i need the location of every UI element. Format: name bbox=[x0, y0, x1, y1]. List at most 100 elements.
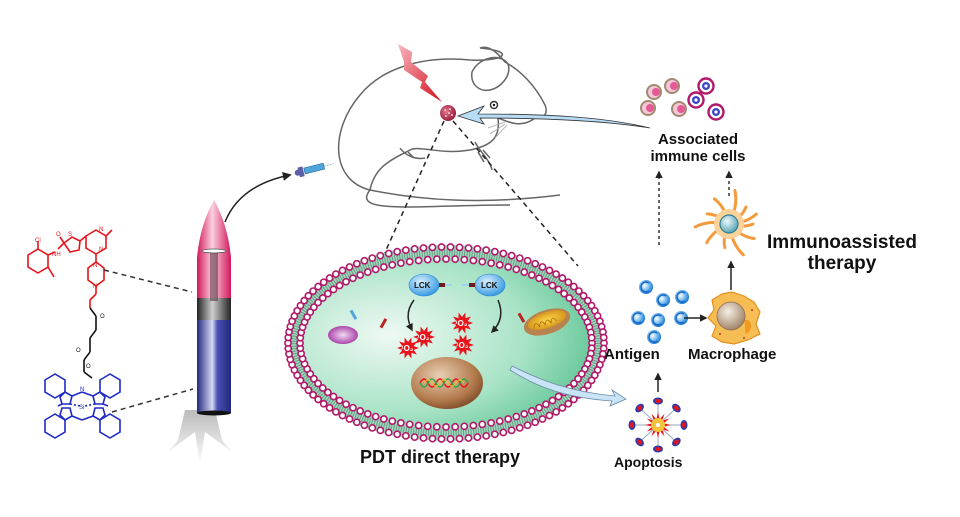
membrane-bead bbox=[414, 421, 423, 430]
membrane-bead bbox=[309, 287, 317, 295]
fragment-inner bbox=[655, 447, 661, 451]
macrophage-label: Macrophage bbox=[688, 346, 777, 363]
membrane-bead bbox=[335, 396, 344, 405]
antigen-ring bbox=[640, 281, 650, 293]
antigen-ring bbox=[675, 312, 685, 324]
membrane-bead bbox=[451, 422, 460, 431]
membrane-bead bbox=[583, 296, 592, 305]
membrane-bead bbox=[352, 259, 361, 268]
membrane-bead bbox=[356, 407, 365, 415]
antigen-ring bbox=[652, 314, 662, 326]
apoptosis-center bbox=[656, 423, 660, 427]
membrane-bead bbox=[309, 303, 318, 312]
membrane-bead bbox=[535, 274, 543, 283]
membrane-beads-outer bbox=[284, 243, 608, 443]
membrane-bead bbox=[323, 388, 332, 397]
membrane-bead bbox=[482, 431, 491, 440]
membrane-bead bbox=[401, 246, 410, 255]
membrane-bead bbox=[545, 266, 554, 275]
drug-conjugate-icons bbox=[349, 309, 526, 329]
membrane-bead bbox=[523, 421, 532, 430]
antigen bbox=[647, 330, 661, 344]
membrane-bead bbox=[329, 392, 338, 401]
membrane-bead bbox=[442, 255, 450, 263]
singlet-oxygen-label: ¹O₂ bbox=[456, 341, 469, 350]
membrane-bead bbox=[401, 431, 410, 440]
membrane-bead bbox=[574, 303, 583, 312]
apoptotic-fragment bbox=[653, 445, 663, 453]
lck-arrow-left bbox=[405, 299, 415, 332]
lightning-bolt-icon bbox=[398, 44, 442, 102]
membrane-bead bbox=[356, 271, 365, 279]
membrane-bead bbox=[331, 270, 340, 279]
membrane-bead bbox=[323, 289, 332, 298]
membrane-bead bbox=[548, 281, 557, 290]
membrane-bead bbox=[405, 257, 414, 266]
membrane-bead bbox=[446, 243, 455, 251]
membrane-bead bbox=[349, 274, 357, 283]
membrane-bead bbox=[490, 430, 499, 439]
membrane-bead bbox=[428, 434, 437, 443]
membrane-bead bbox=[329, 285, 338, 294]
mouse-whiskers bbox=[487, 121, 508, 139]
membrane-bead bbox=[558, 404, 567, 412]
membrane-bead bbox=[342, 277, 350, 286]
atom-s: S bbox=[68, 232, 72, 238]
antigen-label: Antigen bbox=[604, 346, 660, 363]
membrane-bead bbox=[388, 260, 397, 269]
membrane-bead bbox=[495, 260, 504, 269]
membrane-bead bbox=[482, 246, 491, 255]
apoptotic-fragment bbox=[672, 437, 681, 447]
membrane-bead bbox=[360, 421, 369, 430]
burst-shape bbox=[397, 337, 419, 359]
membrane-bead bbox=[464, 434, 473, 442]
immune-cell-center bbox=[694, 98, 698, 102]
lymphocyte-nucleus bbox=[646, 104, 654, 112]
fragment-inner bbox=[630, 422, 634, 428]
membrane-bead bbox=[504, 263, 513, 271]
membrane-bead bbox=[338, 266, 347, 275]
membrane-bead bbox=[587, 333, 596, 342]
membrane-bead bbox=[574, 374, 583, 383]
apoptotic-body bbox=[628, 397, 688, 453]
membrane-bead bbox=[414, 256, 423, 265]
cytoplasm bbox=[302, 261, 590, 425]
membrane-bead bbox=[520, 410, 529, 418]
membrane-bead bbox=[542, 277, 550, 286]
antigen-ring bbox=[648, 331, 658, 343]
kinase-inhibitor-moiety bbox=[27, 229, 113, 308]
membrane-bead bbox=[473, 245, 482, 253]
fragment-inner bbox=[655, 399, 661, 403]
membrane-bead bbox=[490, 247, 499, 256]
membrane-bead bbox=[363, 268, 372, 276]
membrane-bead bbox=[318, 384, 327, 392]
membrane-bead bbox=[384, 249, 393, 258]
mouse-body-outline bbox=[338, 46, 547, 191]
membrane-bead bbox=[304, 291, 313, 300]
membrane-bead bbox=[432, 422, 441, 431]
membrane-bead bbox=[554, 285, 563, 294]
apoptotic-fragment bbox=[680, 420, 688, 430]
membrane-bead bbox=[523, 256, 532, 265]
membrane-bead bbox=[342, 400, 350, 409]
atom-o-linker1: O bbox=[100, 314, 105, 320]
membrane-bead bbox=[564, 399, 573, 408]
dendritic-cell bbox=[693, 189, 758, 257]
dendritic-nucleus bbox=[719, 214, 739, 234]
membrane-bead bbox=[338, 411, 347, 420]
membrane-bead bbox=[371, 265, 380, 274]
apoptotic-fragment bbox=[628, 420, 636, 430]
membrane-bead bbox=[300, 296, 309, 305]
associated-immune-cells-label: Associated immune cells bbox=[650, 131, 746, 165]
membrane-bead bbox=[451, 255, 460, 264]
antigen-ring bbox=[657, 294, 667, 306]
membrane-bead bbox=[345, 415, 354, 423]
immune-feedback-arrow bbox=[456, 105, 651, 129]
membrane-bead bbox=[469, 421, 478, 430]
membrane-bead bbox=[371, 412, 380, 421]
membrane-bead bbox=[545, 411, 554, 420]
dashed-connector-photosensitizer bbox=[111, 388, 194, 413]
membrane-bead bbox=[325, 404, 334, 412]
mouse bbox=[338, 46, 561, 208]
membrane-bead bbox=[487, 259, 496, 268]
